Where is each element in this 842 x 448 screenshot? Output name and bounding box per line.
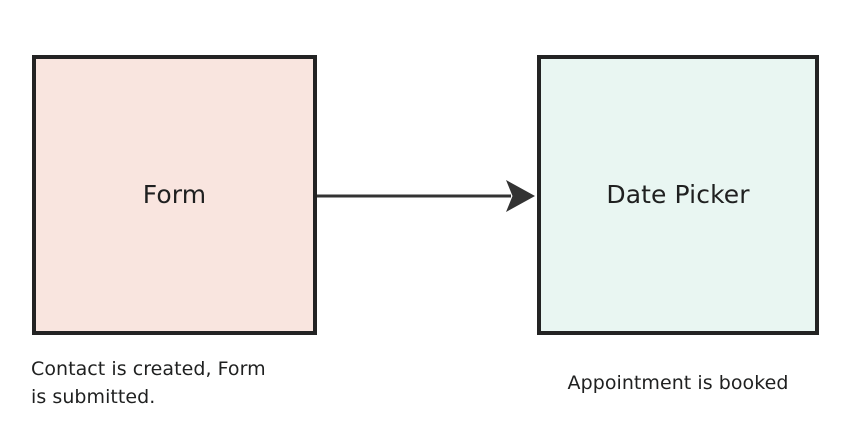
edge-label-target: Appointment is booked: [537, 369, 819, 397]
node-form-label: Form: [142, 180, 207, 209]
edge-label-target-line-1: Appointment is booked: [567, 372, 789, 394]
edge-label-source: Contact is created, Form is submitted.: [31, 355, 331, 411]
node-date-picker-label: Date Picker: [606, 180, 750, 209]
edge-form-to-date-picker[interactable]: [317, 180, 535, 212]
node-date-picker[interactable]: Date Picker: [537, 55, 819, 335]
node-form[interactable]: Form: [32, 55, 317, 335]
edge-label-source-line-1: Contact is created, Form: [31, 358, 266, 380]
arrow-head-icon: [506, 180, 535, 212]
edge-label-source-line-2: is submitted.: [31, 386, 156, 408]
